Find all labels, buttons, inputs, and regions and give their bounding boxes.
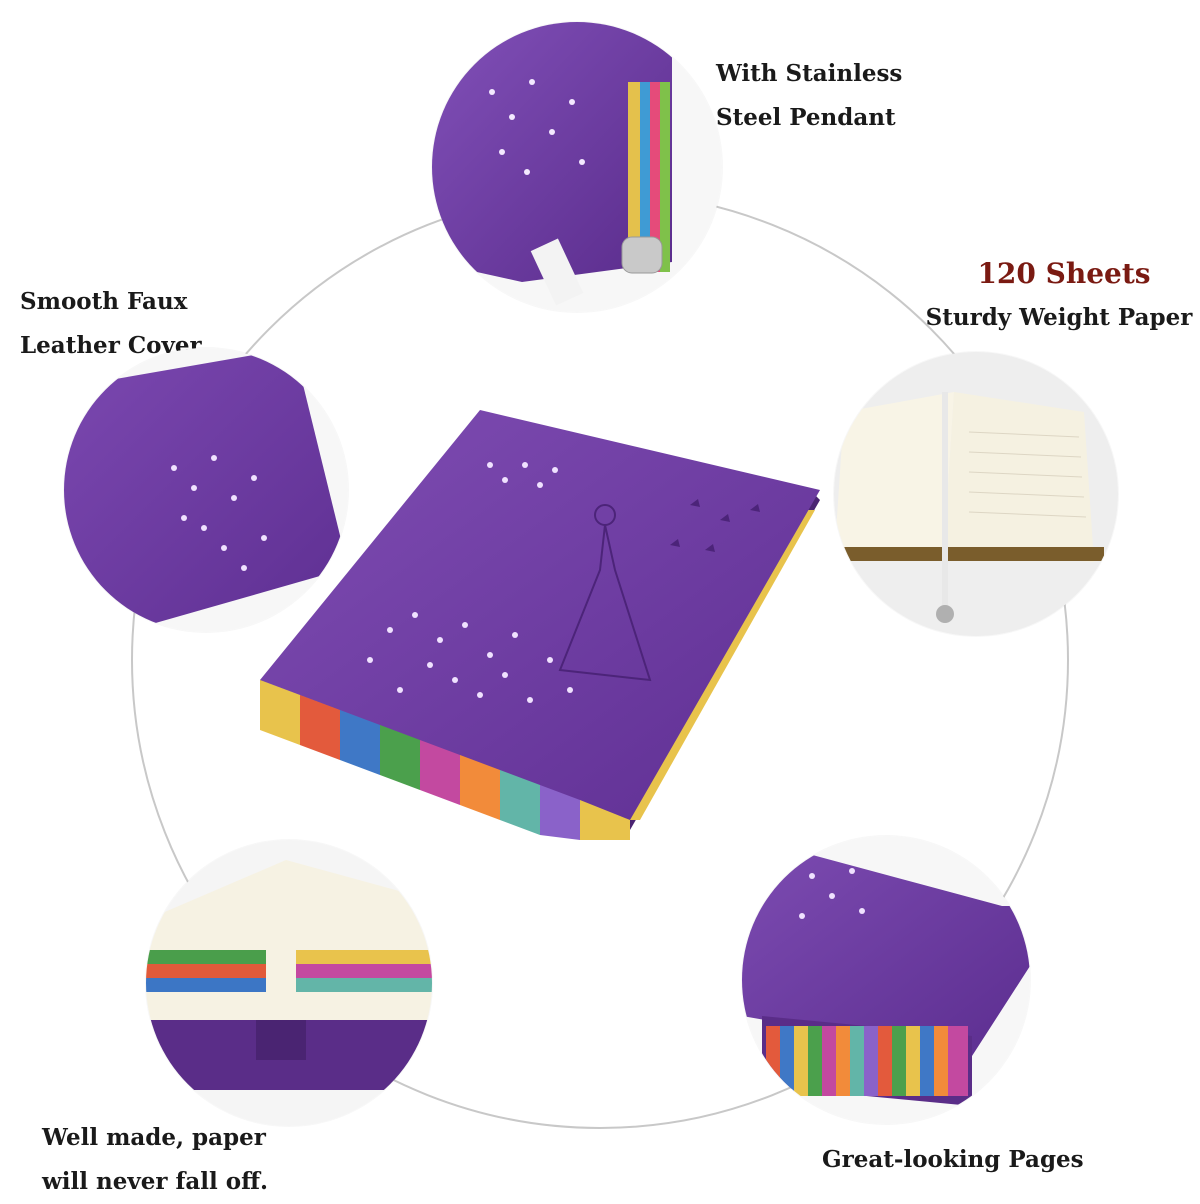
- label-pages-text: Great-looking Pages: [822, 1146, 1084, 1173]
- label-made-line1: Well made, paper: [42, 1124, 266, 1151]
- label-pages: Great-looking Pages: [822, 1138, 1084, 1182]
- photo-binding: [146, 840, 432, 1126]
- photo-cover: [64, 348, 348, 632]
- label-made: Well made, paper will never fall off.: [42, 1116, 268, 1204]
- label-pendant-line2: Steel Pendant: [716, 104, 896, 131]
- label-cover: Smooth Faux Leather Cover: [20, 280, 202, 368]
- label-pendant-line1: With Stainless: [716, 60, 903, 87]
- label-sheets-count: 120 Sheets: [977, 257, 1151, 290]
- label-cover-line1: Smooth Faux: [20, 288, 188, 315]
- label-pendant: With Stainless Steel Pendant: [716, 52, 902, 140]
- photo-pages: [742, 836, 1030, 1124]
- photo-pendant: [432, 22, 722, 312]
- label-sheets: 120 Sheets Sturdy Weight Paper: [926, 252, 1198, 340]
- notebook-main: [250, 410, 830, 840]
- label-made-line2: will never fall off.: [42, 1168, 269, 1195]
- photo-sheets: [834, 352, 1118, 636]
- label-sheets-desc: Sturdy Weight Paper: [925, 304, 1193, 331]
